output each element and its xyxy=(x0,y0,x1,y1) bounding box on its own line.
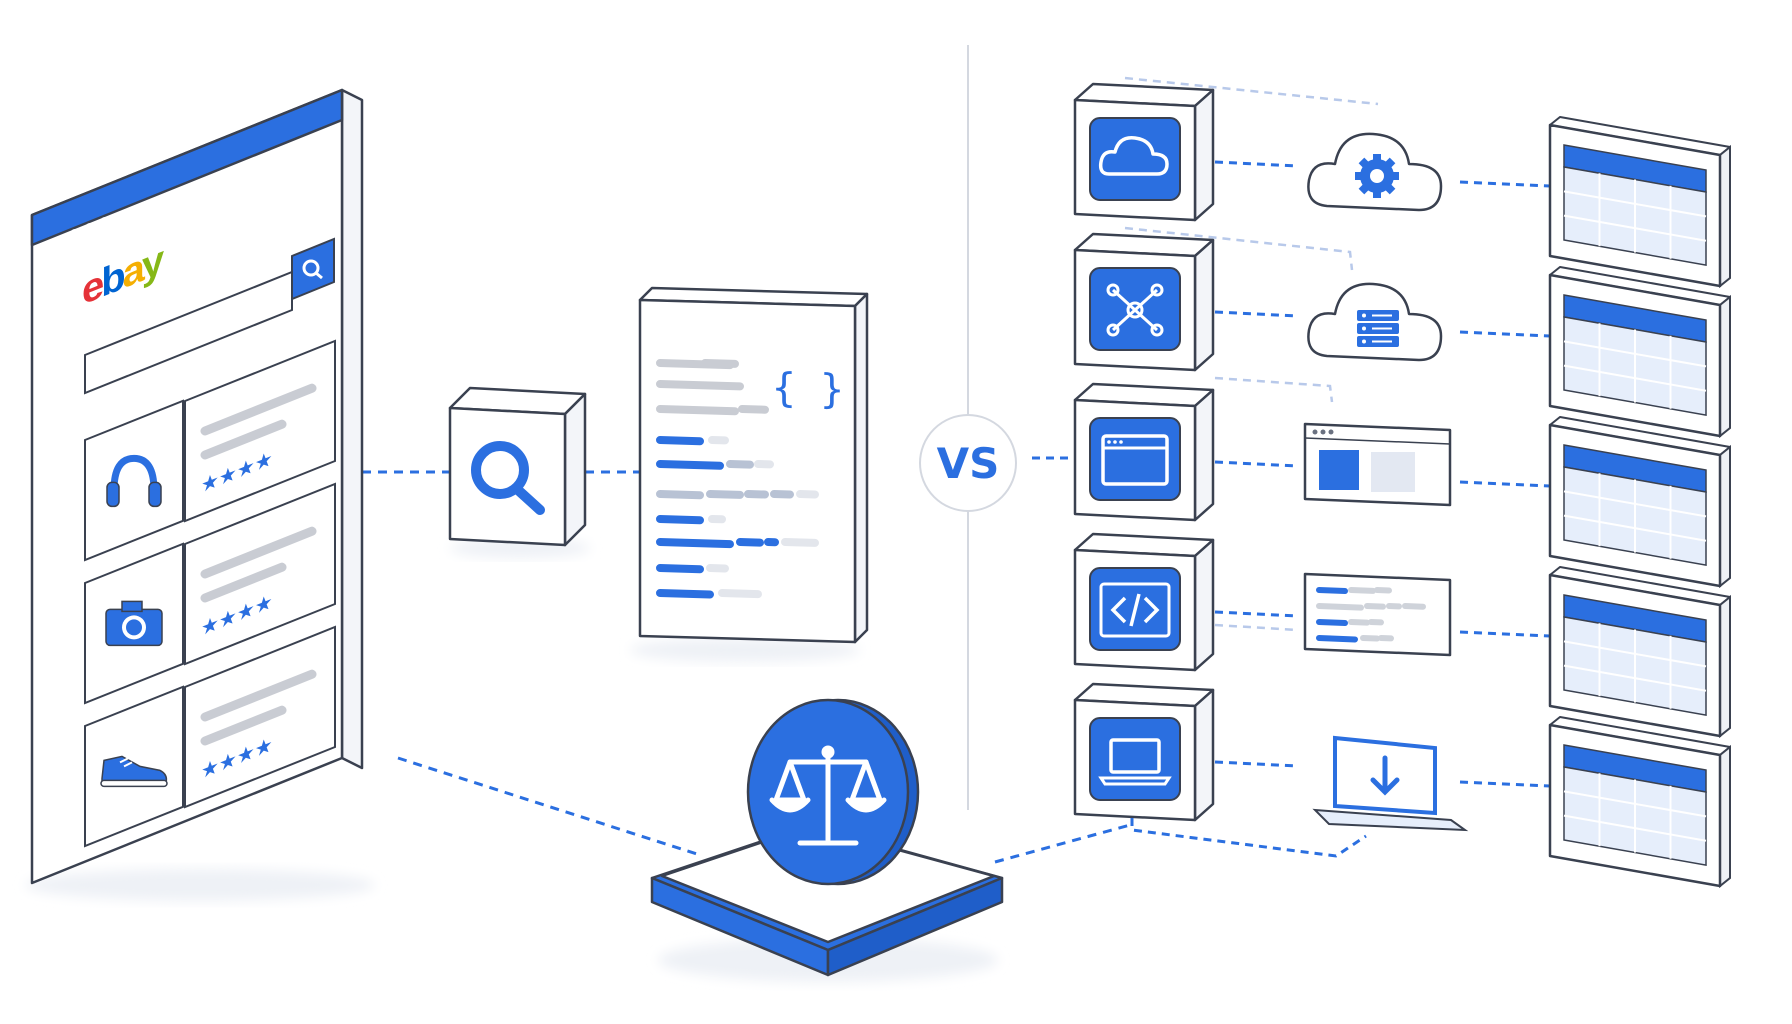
search-cube xyxy=(448,386,590,558)
product-subtitle-bar xyxy=(200,562,287,603)
json-line xyxy=(656,436,704,446)
vs-badge: VS xyxy=(919,414,1017,512)
network-icon xyxy=(1106,283,1164,337)
json-line xyxy=(726,460,754,469)
product-title-bar xyxy=(200,383,317,436)
balance-platform xyxy=(650,698,1004,982)
camera-icon xyxy=(105,600,163,647)
search-icon xyxy=(302,259,323,280)
browser-search-bar[interactable] xyxy=(84,270,293,395)
json-line xyxy=(656,380,744,391)
svg-text:{ }: { } xyxy=(772,365,844,413)
product-subtitle-bar xyxy=(200,419,287,460)
source-row xyxy=(1073,232,1731,439)
svg-text:ebay: ebay xyxy=(82,235,164,313)
json-line xyxy=(736,538,764,547)
logo-letter-a: a xyxy=(123,243,146,298)
data-table xyxy=(1548,116,1731,289)
product-title-bar xyxy=(200,526,317,579)
headphones-icon xyxy=(106,454,162,508)
json-lines xyxy=(656,359,819,599)
laptop-download-icon xyxy=(1312,735,1469,832)
source-row xyxy=(1073,382,1731,589)
bottom-link xyxy=(1130,818,1367,858)
server-icon xyxy=(1357,310,1399,347)
source-cube xyxy=(1073,682,1215,822)
json-line xyxy=(706,490,744,499)
logo-letter-y: y xyxy=(142,235,164,289)
product-list: ★★★★★★★★★★★★ xyxy=(84,339,336,848)
gear-icon xyxy=(1355,154,1399,198)
ui-panel-icon xyxy=(1303,422,1452,507)
faint-link xyxy=(1124,226,1354,271)
data-table xyxy=(1548,266,1731,439)
json-line xyxy=(738,405,769,414)
faint-link xyxy=(1124,76,1379,106)
product-title-bar xyxy=(200,669,317,722)
product-card[interactable]: ★★★★ xyxy=(84,482,336,705)
source-row xyxy=(1073,82,1731,289)
json-document: { } xyxy=(630,286,869,662)
logo-letter-e: e xyxy=(82,260,103,314)
json-line xyxy=(656,460,724,470)
left-connectors xyxy=(362,470,1131,864)
source-cube xyxy=(1073,232,1215,372)
product-subtitle-bar xyxy=(200,705,287,746)
json-line xyxy=(656,515,704,525)
source-cube xyxy=(1073,382,1215,522)
json-line xyxy=(656,538,734,549)
logo-letter-b: b xyxy=(101,251,124,306)
cloud-gear-icon xyxy=(1307,132,1443,212)
cloud-icon xyxy=(1098,136,1169,176)
json-line xyxy=(701,359,739,368)
json-line xyxy=(718,589,762,599)
product-card[interactable]: ★★★★ xyxy=(84,339,336,562)
json-line xyxy=(781,538,819,547)
json-line xyxy=(656,589,714,599)
scales-icon xyxy=(769,745,887,846)
data-table xyxy=(1548,566,1731,739)
vs-label: VS xyxy=(937,439,1000,488)
source-cube xyxy=(1073,532,1215,672)
faint-link xyxy=(1214,376,1334,403)
laptop-icon xyxy=(1098,738,1172,786)
source-row xyxy=(1073,682,1731,889)
json-line xyxy=(744,490,769,499)
json-line xyxy=(656,564,704,574)
ebay-logo: ebay xyxy=(82,235,164,313)
text-lines-icon xyxy=(1303,572,1452,657)
product-card[interactable]: ★★★★ xyxy=(84,625,336,848)
source-row xyxy=(1073,532,1731,739)
browser-window-icon xyxy=(1101,434,1169,486)
ebay-browser-window: ebay ★★★★★★★★★★★★ xyxy=(25,88,375,901)
code-icon xyxy=(1099,582,1171,638)
data-table xyxy=(1548,416,1731,589)
json-line xyxy=(656,490,704,500)
cloud-server-icon xyxy=(1307,282,1443,362)
download-arrow-icon xyxy=(1370,755,1400,796)
faint-link xyxy=(1214,623,1299,632)
json-braces: { } xyxy=(772,365,844,413)
window-dots xyxy=(70,217,110,239)
json-line xyxy=(656,405,739,416)
source-cube xyxy=(1073,82,1215,222)
magnifier-icon xyxy=(471,441,545,515)
data-table xyxy=(1548,716,1731,889)
sneaker-icon xyxy=(100,755,168,788)
right-side-stack xyxy=(1073,76,1731,889)
